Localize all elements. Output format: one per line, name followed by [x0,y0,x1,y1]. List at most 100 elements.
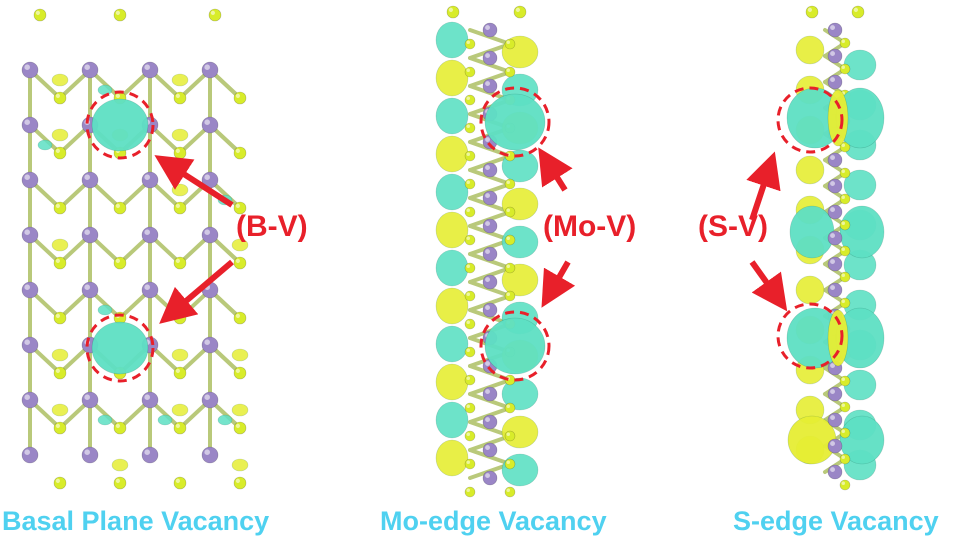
s-atom-highlight [116,204,120,208]
s-atom-highlight [507,41,511,45]
s-edge-caption: S-edge Vacancy [733,506,939,537]
s-atom [505,487,515,497]
s-atom [840,168,850,178]
s-atom-highlight [467,181,471,185]
mo-atom [828,231,842,245]
s-atom-highlight [842,40,846,44]
density-lobe [796,276,824,304]
s-atom [505,459,515,469]
mo-atom-highlight [204,449,210,455]
mo-atom-highlight [830,467,835,472]
density-lobe [436,364,468,400]
s-atom [234,92,246,104]
density-lobe [790,206,834,258]
mo-atom [142,282,158,298]
s-atom [54,422,66,434]
s-atom-highlight [842,430,846,434]
density-lobe [112,459,128,471]
mo-atom [22,172,38,188]
s-atom [465,179,475,189]
vacancy-density [92,322,148,374]
mo-atom [483,303,497,317]
s-atom-highlight [56,259,60,263]
mo-atom [483,219,497,233]
mo-atom [483,443,497,457]
s-edge-vacancy-callout: (S-V) [698,210,768,244]
mo-atom-highlight [830,415,835,420]
density-lobe [436,98,468,134]
s-atom-highlight [176,424,180,428]
s-atom-highlight [507,69,511,73]
s-atom-highlight [842,170,846,174]
s-atom-highlight [236,94,240,98]
s-atom-highlight [842,404,846,408]
s-atom-highlight [842,378,846,382]
s-atom [465,263,475,273]
mo-atom [202,117,218,133]
density-lobe [796,156,824,184]
mo-atom [483,387,497,401]
mo-atom [22,392,38,408]
density-lobe [172,129,188,141]
s-atom-highlight [842,274,846,278]
callout-arrow [543,155,565,190]
mo-atom [483,471,497,485]
basal-plane-caption: Basal Plane Vacancy [2,506,269,537]
mo-atom-highlight [144,174,150,180]
mo-atom [82,282,98,298]
s-atom-highlight [467,265,471,269]
mo-atom [202,227,218,243]
s-atom [840,220,850,230]
mo-atom [828,205,842,219]
s-atom-highlight [56,479,60,483]
s-atom [174,477,186,489]
s-atom-highlight [211,11,215,15]
mo-atom [483,247,497,261]
mo-atom [483,51,497,65]
mo-atom [142,227,158,243]
s-atom [465,39,475,49]
s-atom [505,207,515,217]
mo-edge-caption: Mo-edge Vacancy [380,506,607,537]
mo-atom [82,227,98,243]
mo-atom-highlight [24,394,30,400]
s-atom-highlight [507,405,511,409]
s-atom [54,367,66,379]
mo-atom-highlight [24,339,30,345]
s-atom [806,6,818,18]
s-atom-highlight [516,8,520,12]
s-atom [465,375,475,385]
s-atom [840,298,850,308]
density-lobe [52,404,68,416]
mo-atom [483,163,497,177]
s-atom-highlight [467,237,471,241]
density-lobe [38,140,52,150]
mo-atom-highlight [485,445,490,450]
mo-atom-highlight [24,174,30,180]
mo-atom-highlight [830,51,835,56]
s-atom [174,202,186,214]
s-atom [465,67,475,77]
mo-atom [828,465,842,479]
s-atom-highlight [842,196,846,200]
mo-atom-highlight [84,64,90,70]
s-atom [54,477,66,489]
mo-atom-highlight [84,394,90,400]
density-lobe [172,184,188,196]
mo-atom [828,23,842,37]
s-atom-highlight [176,94,180,98]
callout-arrow [546,262,568,300]
mo-atom-highlight [204,229,210,235]
mo-atom-highlight [144,394,150,400]
mo-atom [483,23,497,37]
mo-atom-highlight [204,119,210,125]
density-lobe [52,129,68,141]
s-atom [234,257,246,269]
density-lobe [436,212,468,248]
density-lobe [844,370,876,400]
mo-atom-highlight [830,181,835,186]
s-atom [234,422,246,434]
mo-atom-highlight [485,417,490,422]
s-atom [465,347,475,357]
mo-atom [828,283,842,297]
